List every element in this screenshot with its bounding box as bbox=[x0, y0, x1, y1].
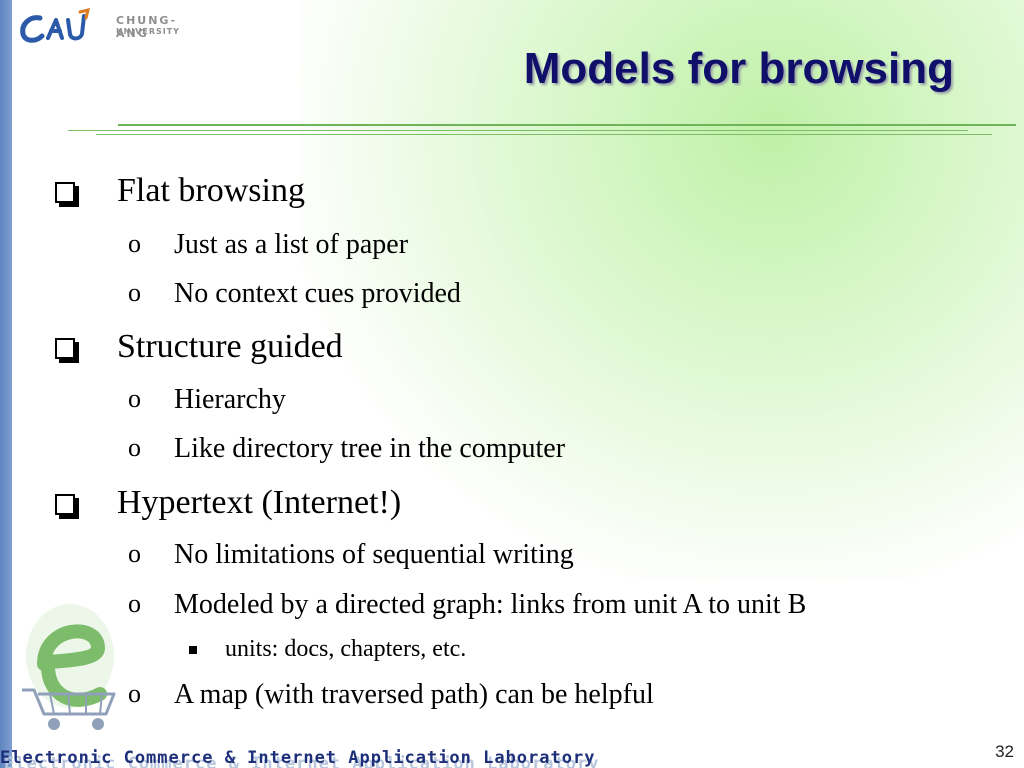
circle-bullet-icon: o bbox=[128, 589, 141, 618]
e-commerce-cart-icon bbox=[22, 604, 116, 730]
bullet-level2: o Hierarchy bbox=[128, 384, 286, 416]
circle-bullet-icon: o bbox=[128, 539, 141, 568]
title-divider bbox=[68, 130, 968, 131]
checkbox-bullet-icon bbox=[55, 182, 75, 203]
bullet-text: Like directory tree in the computer bbox=[174, 433, 566, 464]
bullet-text: Structure guided bbox=[117, 328, 343, 365]
circle-bullet-icon: o bbox=[128, 384, 141, 413]
circle-bullet-icon: o bbox=[128, 679, 141, 708]
checkbox-bullet-icon bbox=[55, 338, 75, 359]
circle-bullet-icon: o bbox=[128, 229, 141, 258]
bullet-level2: o A map (with traversed path) can be hel… bbox=[128, 679, 654, 711]
circle-bullet-icon: o bbox=[128, 433, 141, 462]
bullet-text: Hierarchy bbox=[174, 384, 286, 415]
footer-text-shadow: Electronic Commerce & Internet Applicati… bbox=[4, 754, 600, 768]
footer-text: Electronic Commerce & Internet Applicati… bbox=[0, 748, 596, 768]
page-number: 32 bbox=[995, 742, 1014, 761]
logo-text-chung-ang: CHUNG-ANG bbox=[116, 14, 178, 40]
bullet-text: Hypertext (Internet!) bbox=[117, 484, 402, 521]
bullet-text: No limitations of sequential writing bbox=[174, 539, 574, 570]
footer-lab-name: Electronic Commerce & Internet Applicati… bbox=[0, 748, 720, 768]
checkbox-bullet-icon bbox=[55, 494, 75, 515]
left-accent-bar bbox=[0, 0, 12, 768]
bullet-text: Modeled by a directed graph: links from … bbox=[174, 589, 807, 620]
bullet-list: Flat browsing o Just as a list of paper … bbox=[55, 172, 807, 711]
bullet-text: No context cues provided bbox=[174, 278, 461, 309]
bullet-level3: units: docs, chapters, etc. bbox=[189, 636, 467, 663]
title-divider bbox=[96, 134, 992, 135]
title-divider bbox=[118, 124, 1016, 126]
square-bullet-icon bbox=[189, 646, 197, 654]
bullet-text: Just as a list of paper bbox=[174, 229, 409, 260]
bullet-level2: o Just as a list of paper bbox=[128, 229, 409, 261]
bullet-text: Flat browsing bbox=[117, 172, 305, 209]
bullet-level2: o No limitations of sequential writing bbox=[128, 539, 574, 571]
bullet-level1: Flat browsing bbox=[55, 172, 305, 210]
circle-bullet-icon: o bbox=[128, 278, 141, 307]
bullet-level2: o No context cues provided bbox=[128, 278, 461, 310]
bullet-level1: Structure guided bbox=[55, 328, 343, 366]
logo-text-university: UNIVERSITY bbox=[116, 27, 180, 36]
university-logo: CHUNG-ANG UNIVERSITY bbox=[18, 6, 180, 46]
bullet-text: A map (with traversed path) can be helpf… bbox=[174, 679, 654, 710]
cau-logo-icon bbox=[20, 8, 91, 43]
bullet-level2: o Like directory tree in the computer bbox=[128, 433, 566, 465]
bullet-level1: Hypertext (Internet!) bbox=[55, 484, 402, 522]
bullet-level2: o Modeled by a directed graph: links fro… bbox=[128, 589, 807, 621]
bullet-text: units: docs, chapters, etc. bbox=[225, 636, 467, 662]
slide-title: Models for browsing bbox=[523, 44, 954, 93]
